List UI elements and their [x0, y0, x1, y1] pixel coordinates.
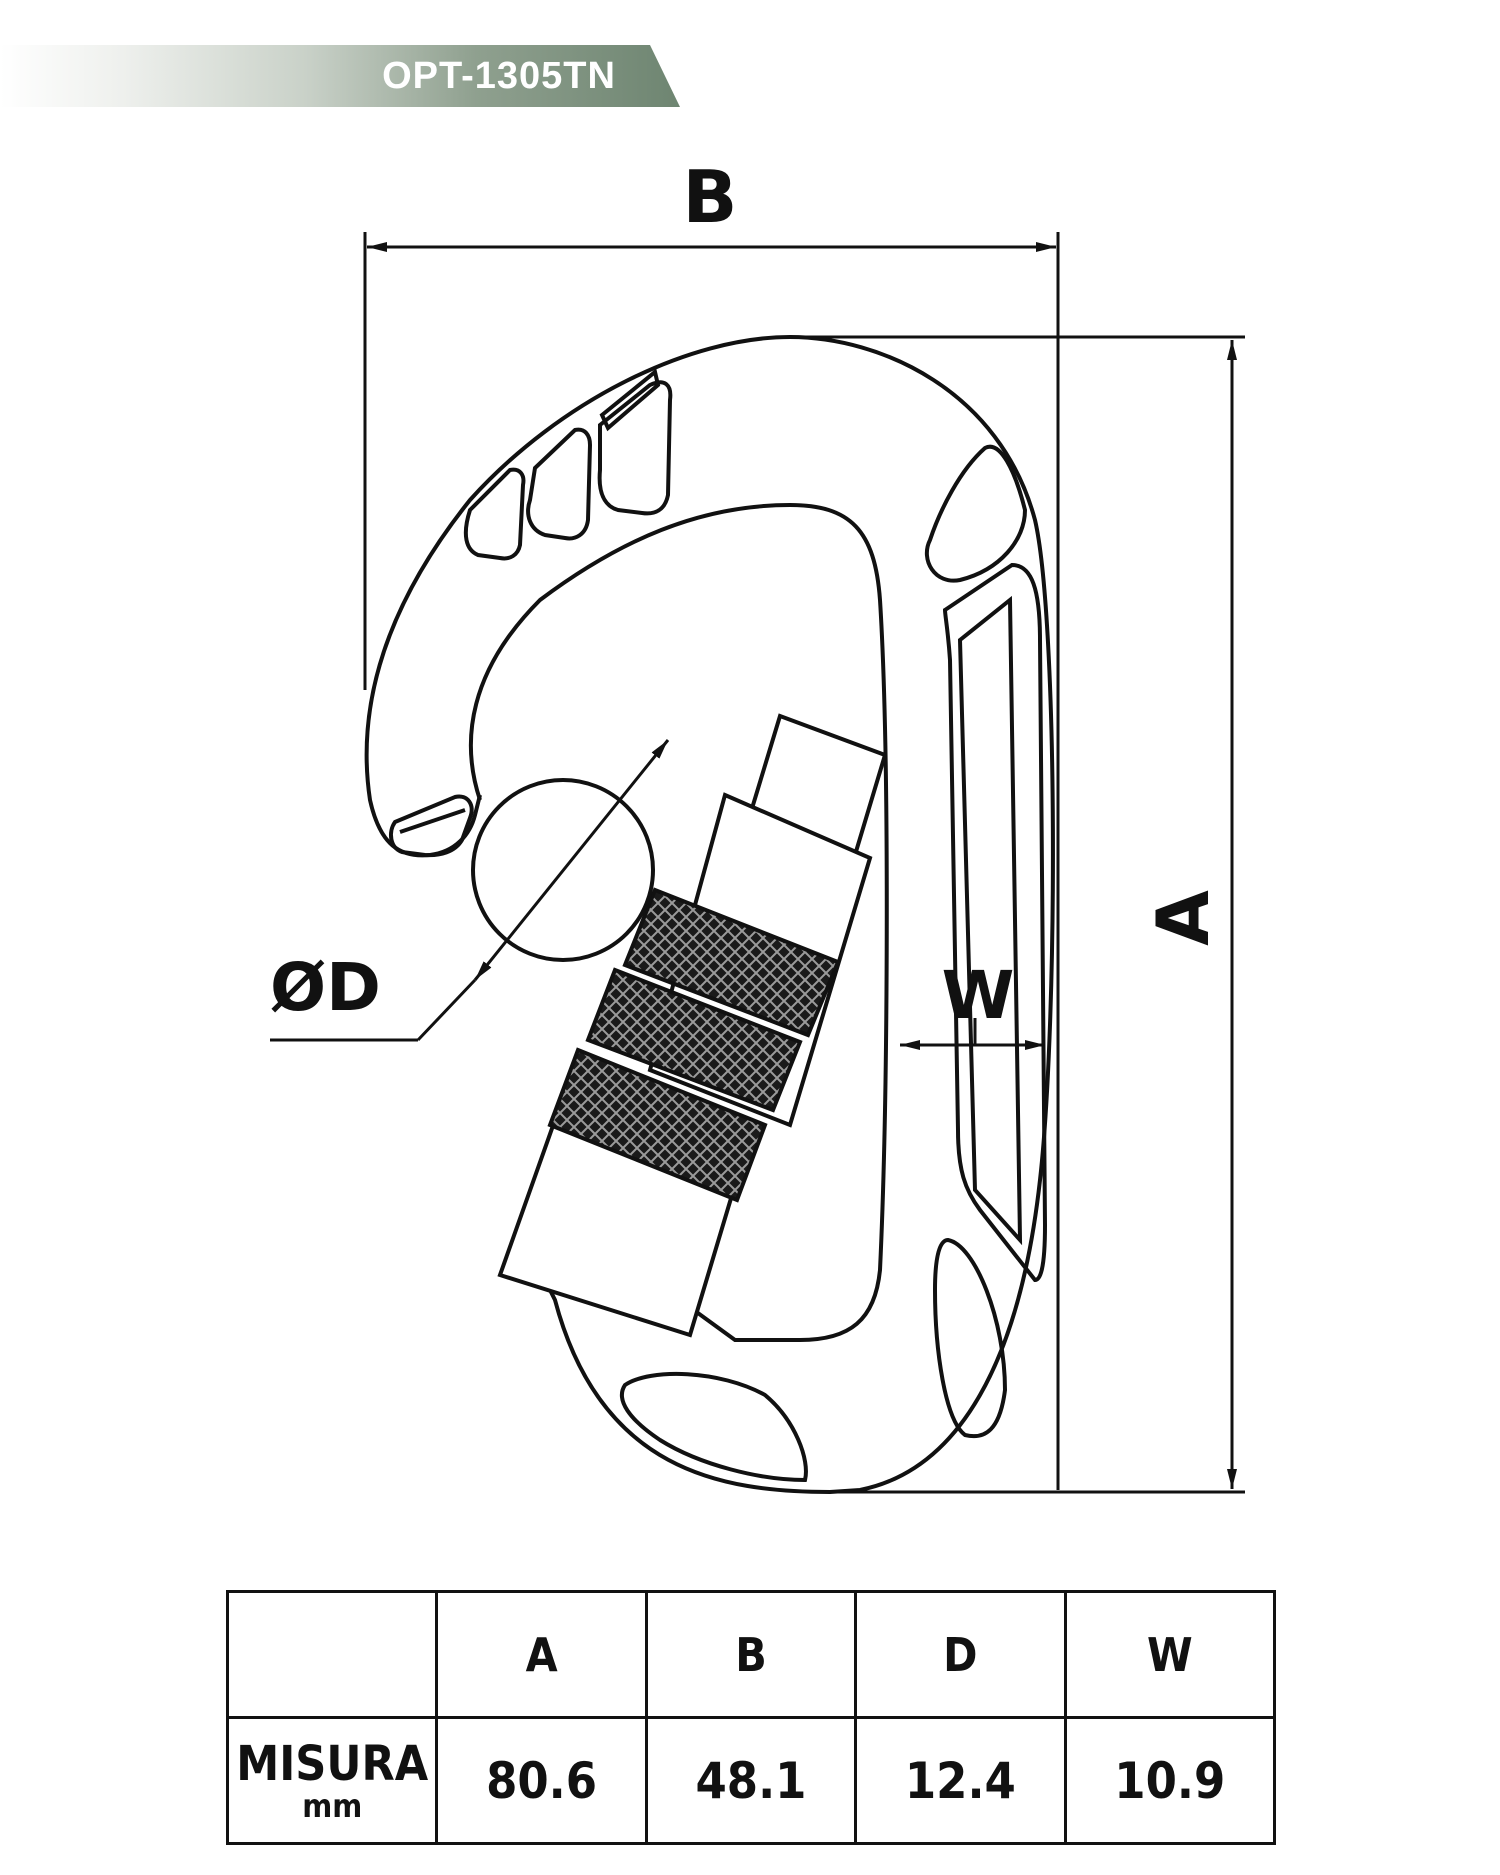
carabiner-body: [364, 335, 1055, 1495]
label-d: ØD: [270, 949, 381, 1026]
table-header-w: W: [1063, 1590, 1277, 1719]
table-header-d: D: [854, 1590, 1067, 1719]
screw-gate: [497, 713, 888, 1338]
label-b: B: [683, 155, 738, 239]
table-header-b: B: [644, 1590, 858, 1719]
table-header-a: A: [435, 1590, 648, 1719]
table-row: MISURA mm 80.6 48.1 12.4 10.9: [225, 1716, 1277, 1845]
carabiner-diagram: B A: [270, 155, 1245, 1495]
model-code: OPT-1305TN: [382, 55, 616, 97]
row-label-cell: MISURA mm: [225, 1716, 439, 1845]
label-w: W: [942, 957, 1015, 1034]
dimension-b: B: [363, 155, 1060, 1490]
label-a: A: [1141, 890, 1225, 946]
value-d: 12.4: [854, 1716, 1067, 1845]
dimension-d: ØD: [270, 739, 670, 1042]
table-header-row: A B D W: [225, 1590, 1277, 1719]
value-a: 80.6: [435, 1716, 648, 1845]
model-banner: [0, 45, 680, 107]
row-unit: mm: [302, 1786, 363, 1825]
table-header-empty: [225, 1590, 439, 1719]
value-b: 48.1: [644, 1716, 858, 1845]
dimension-w: W: [900, 957, 1045, 1050]
dimensions-table: A B D W MISURA mm 80.6 48.1 12.4 10.9: [225, 1590, 1277, 1845]
dimension-a: A: [780, 335, 1245, 1494]
value-w: 10.9: [1063, 1716, 1277, 1845]
row-label: MISURA: [236, 1735, 429, 1792]
